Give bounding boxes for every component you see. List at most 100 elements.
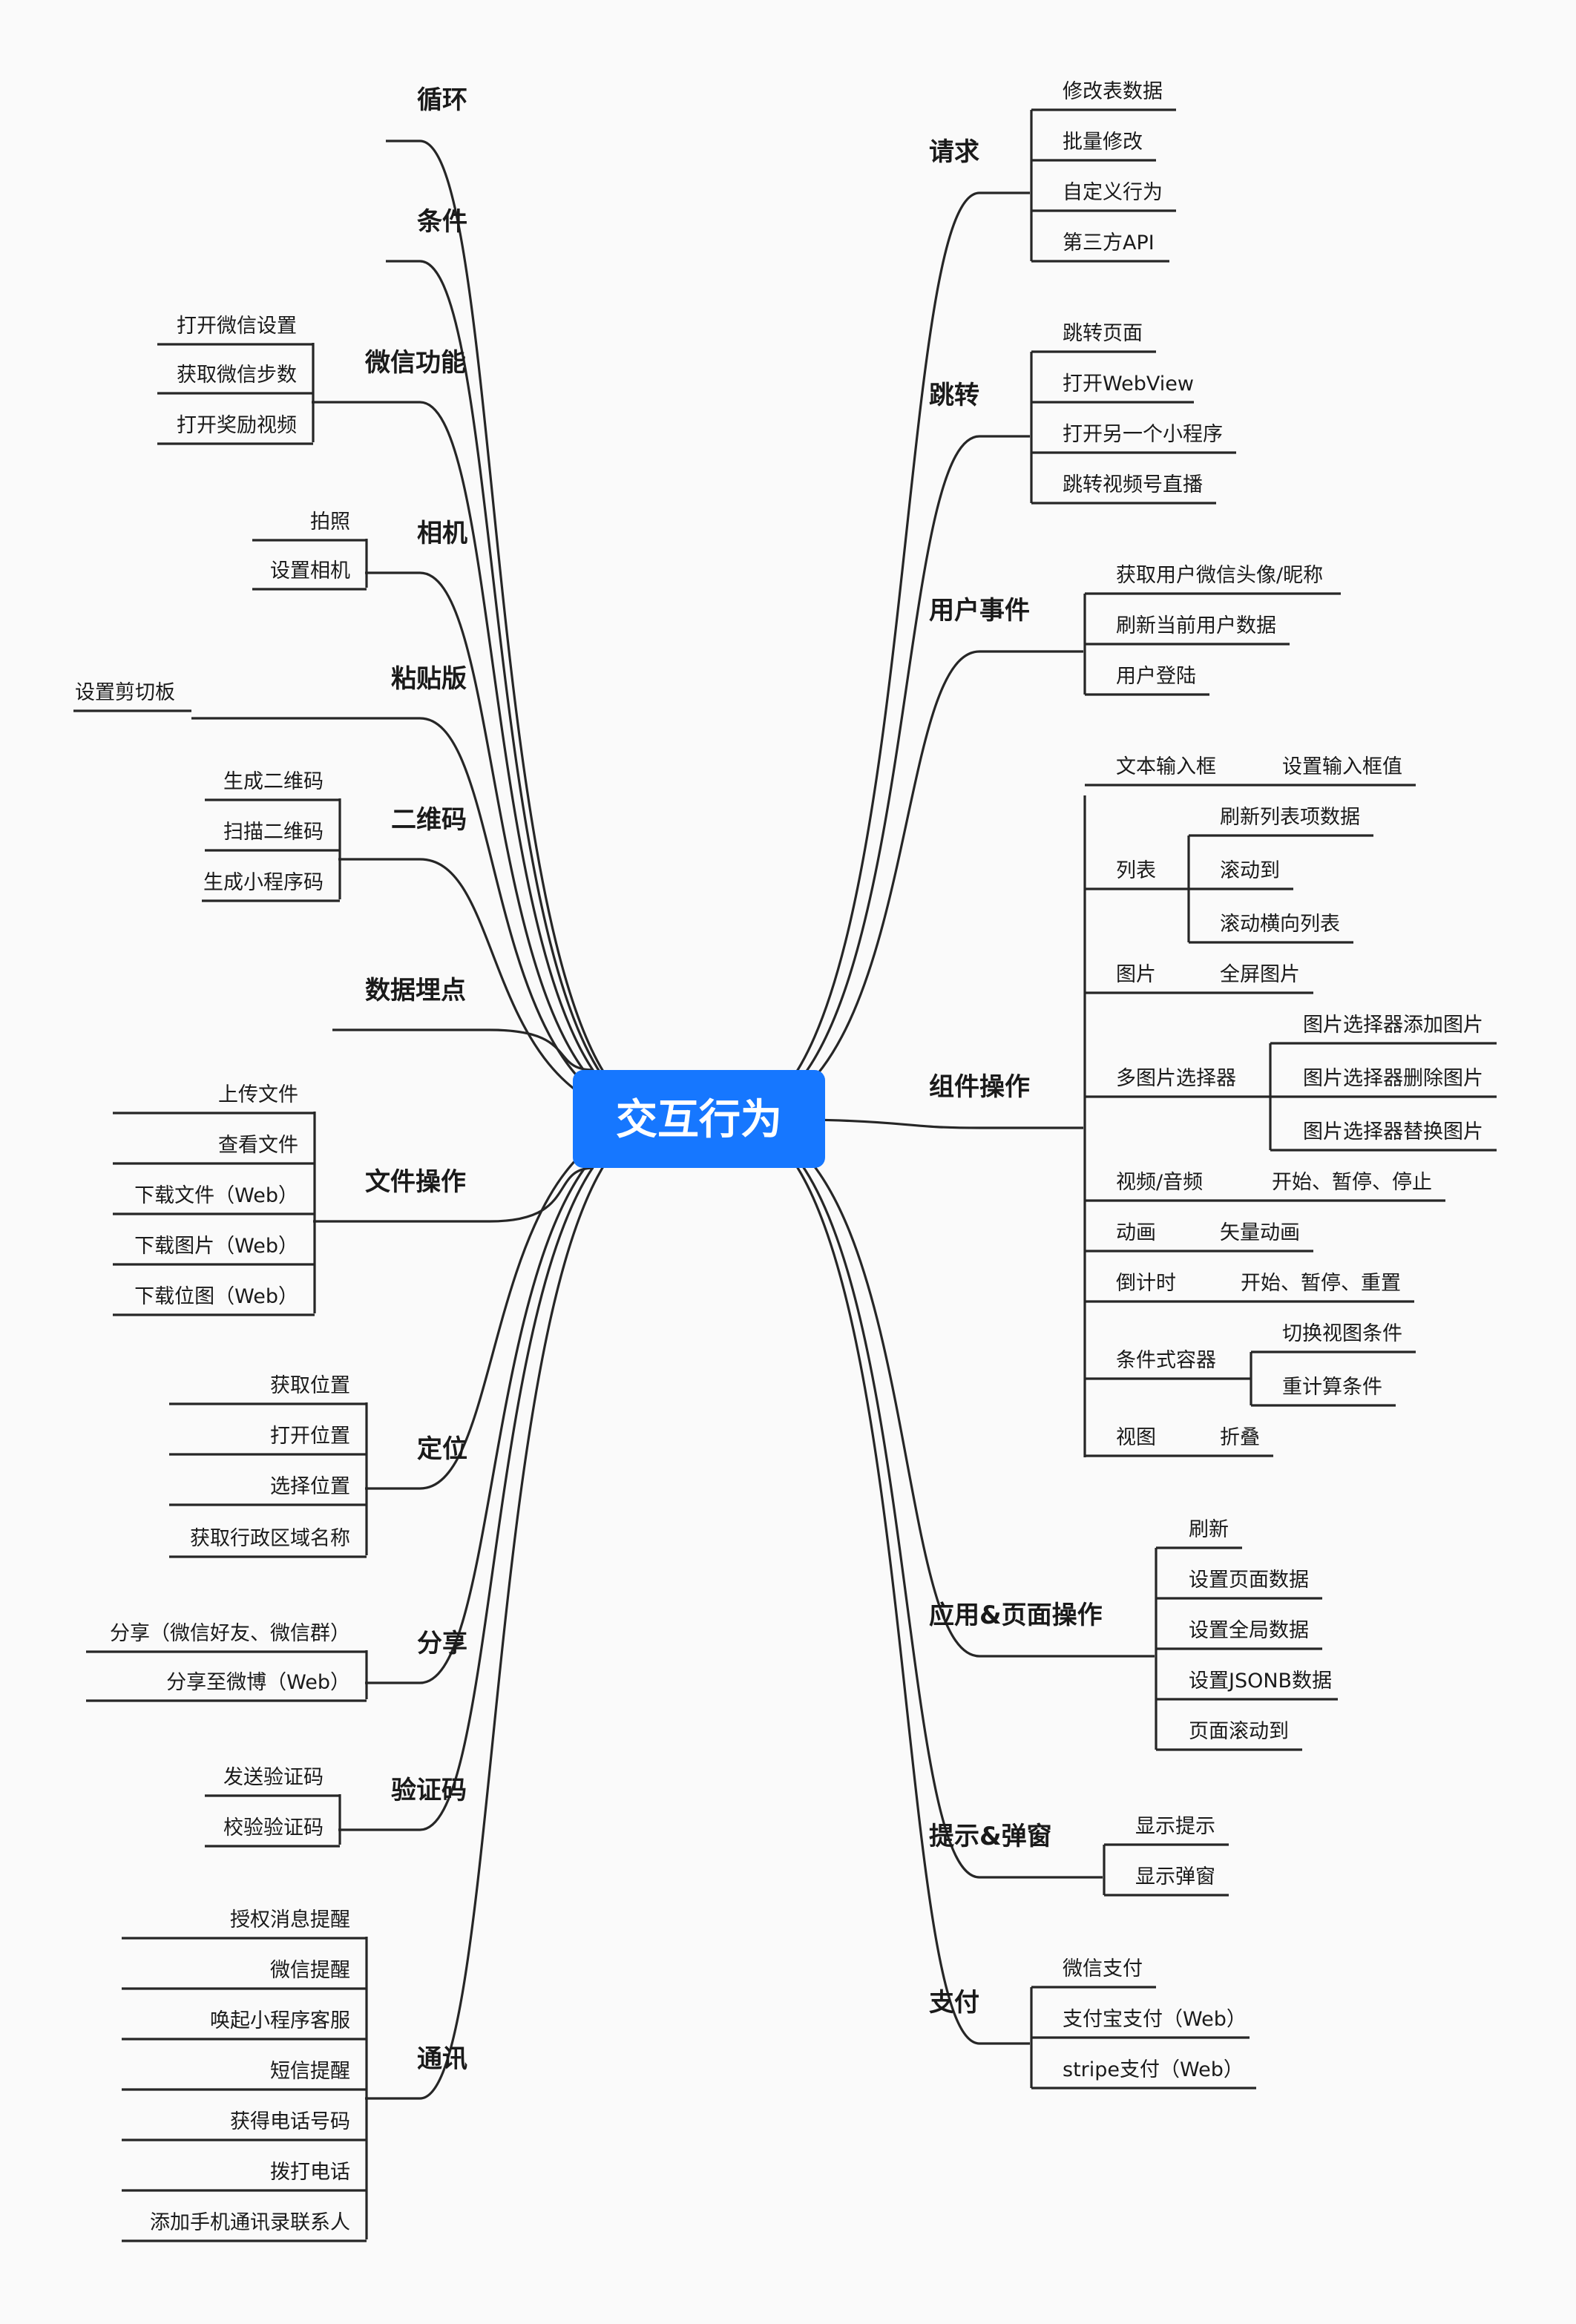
branch-12-label[interactable]: 请求 <box>929 137 979 167</box>
branch-7-label[interactable]: 文件操作 <box>365 1167 466 1197</box>
branch-13-leaf-3[interactable]: 跳转视频号直播 <box>1063 473 1203 496</box>
component-group-5-label[interactable]: 动画 <box>1116 1221 1156 1244</box>
branch-11-leaf-0[interactable]: 授权消息提醒 <box>230 1908 350 1931</box>
branch-5-leaf-1[interactable]: 扫描二维码 <box>223 821 324 844</box>
component-group-0-leaf-0[interactable]: 设置输入框值 <box>1282 755 1402 778</box>
connector-14 <box>729 650 980 1120</box>
branch-16-leaf-2[interactable]: 设置全局数据 <box>1189 1619 1309 1642</box>
branch-10-label[interactable]: 验证码 <box>391 1776 467 1805</box>
branch-7-leaf-4[interactable]: 下载位图（Web） <box>134 1285 298 1308</box>
component-group-6-label[interactable]: 倒计时 <box>1116 1272 1176 1295</box>
branch-12-leaf-0[interactable]: 修改表数据 <box>1063 80 1163 103</box>
center-node[interactable]: 交互行为 <box>573 1070 825 1168</box>
component-group-2-label[interactable]: 图片 <box>1116 963 1156 986</box>
component-group-1-leaf-2[interactable]: 滚动横向列表 <box>1220 913 1340 936</box>
branch-13-label[interactable]: 跳转 <box>929 381 979 410</box>
connector-0 <box>419 139 669 1120</box>
branch-4-label[interactable]: 粘贴版 <box>391 664 467 694</box>
connector-16 <box>729 1117 980 1658</box>
branch-8-leaf-1[interactable]: 打开位置 <box>270 1425 350 1448</box>
branch-5-label[interactable]: 二维码 <box>391 805 467 835</box>
branch-4-leaf-0[interactable]: 设置剪切板 <box>75 681 175 704</box>
branch-14-leaf-0[interactable]: 获取用户微信头像/昵称 <box>1116 564 1323 587</box>
component-group-6-leaf-0[interactable]: 开始、暂停、重置 <box>1241 1272 1401 1295</box>
component-group-5-leaf-0[interactable]: 矢量动画 <box>1220 1221 1300 1244</box>
component-group-7-label[interactable]: 条件式容器 <box>1116 1349 1216 1372</box>
component-group-3-leaf-2[interactable]: 图片选择器替换图片 <box>1303 1120 1483 1143</box>
branch-11-leaf-1[interactable]: 微信提醒 <box>270 1959 350 1982</box>
branch-13-leaf-2[interactable]: 打开另一个小程序 <box>1063 423 1223 446</box>
component-group-4-leaf-0[interactable]: 开始、暂停、停止 <box>1272 1171 1432 1194</box>
branch-16-leaf-3[interactable]: 设置JSONB数据 <box>1189 1670 1332 1693</box>
component-group-3-leaf-0[interactable]: 图片选择器添加图片 <box>1303 1014 1483 1037</box>
component-group-7-leaf-1[interactable]: 重计算条件 <box>1282 1376 1382 1399</box>
branch-8-leaf-3[interactable]: 获取行政区域名称 <box>190 1527 350 1550</box>
component-group-1-leaf-0[interactable]: 刷新列表项数据 <box>1220 806 1360 829</box>
branch-2-leaf-2[interactable]: 打开奖励视频 <box>177 414 297 437</box>
connector-6 <box>489 1028 594 1071</box>
branch-5-leaf-0[interactable]: 生成二维码 <box>223 770 324 793</box>
branch-8-label[interactable]: 定位 <box>417 1434 467 1464</box>
branch-3-leaf-0[interactable]: 拍照 <box>310 511 350 534</box>
branch-17-label[interactable]: 提示&弹窗 <box>929 1822 1052 1851</box>
branch-7-leaf-0[interactable]: 上传文件 <box>218 1083 298 1106</box>
branch-16-leaf-1[interactable]: 设置页面数据 <box>1189 1569 1309 1592</box>
component-group-2-leaf-0[interactable]: 全屏图片 <box>1220 963 1300 986</box>
branch-14-leaf-1[interactable]: 刷新当前用户数据 <box>1116 614 1276 637</box>
branch-9-leaf-0[interactable]: 分享（微信好友、微信群） <box>110 1622 350 1645</box>
branch-14-leaf-2[interactable]: 用户登陆 <box>1116 665 1196 688</box>
branch-13-leaf-1[interactable]: 打开WebView <box>1063 372 1194 395</box>
component-group-7-leaf-0[interactable]: 切换视图条件 <box>1282 1322 1402 1345</box>
branch-11-leaf-2[interactable]: 唤起小程序客服 <box>210 2009 350 2032</box>
branch-8-leaf-2[interactable]: 选择位置 <box>270 1475 350 1498</box>
branch-12-leaf-1[interactable]: 批量修改 <box>1063 131 1143 154</box>
branch-18-leaf-2[interactable]: stripe支付（Web） <box>1063 2058 1244 2081</box>
branch-7-leaf-2[interactable]: 下载文件（Web） <box>134 1184 298 1207</box>
branch-17-leaf-1[interactable]: 显示弹窗 <box>1135 1865 1215 1888</box>
branch-7-leaf-3[interactable]: 下载图片（Web） <box>134 1235 298 1258</box>
branch-9-label[interactable]: 分享 <box>417 1629 467 1658</box>
branch-11-leaf-5[interactable]: 拨打电话 <box>270 2161 350 2184</box>
component-group-8-label[interactable]: 视图 <box>1116 1426 1156 1449</box>
connector-18 <box>729 1117 980 2045</box>
branch-1-label[interactable]: 条件 <box>417 207 467 237</box>
component-group-1-label[interactable]: 列表 <box>1116 859 1156 882</box>
branch-11-leaf-3[interactable]: 短信提醒 <box>270 2060 350 2083</box>
component-group-0-label[interactable]: 文本输入框 <box>1116 755 1216 778</box>
branch-12-leaf-2[interactable]: 自定义行为 <box>1063 181 1163 204</box>
branch-9-leaf-1[interactable]: 分享至微博（Web） <box>166 1671 350 1694</box>
branch-10-leaf-1[interactable]: 校验验证码 <box>223 1816 324 1839</box>
branch-8-leaf-0[interactable]: 获取位置 <box>270 1374 350 1397</box>
branch-2-leaf-1[interactable]: 获取微信步数 <box>177 364 297 387</box>
branch-16-leaf-0[interactable]: 刷新 <box>1189 1518 1229 1541</box>
branch-11-leaf-6[interactable]: 添加手机通讯录联系人 <box>150 2211 350 2234</box>
branch-15-label[interactable]: 组件操作 <box>929 1072 1030 1102</box>
branch-11-leaf-4[interactable]: 获得电话号码 <box>230 2110 350 2133</box>
branch-11-label[interactable]: 通讯 <box>417 2044 467 2074</box>
branch-10-leaf-0[interactable]: 发送验证码 <box>223 1766 324 1789</box>
component-group-3-label[interactable]: 多图片选择器 <box>1116 1067 1236 1090</box>
component-group-4-label[interactable]: 视频/音频 <box>1116 1171 1203 1194</box>
branch-0-label[interactable]: 循环 <box>417 85 467 115</box>
branch-2-leaf-0[interactable]: 打开微信设置 <box>177 315 297 338</box>
connector-3 <box>419 571 669 1120</box>
branch-18-label[interactable]: 支付 <box>929 1988 979 2018</box>
branch-16-label[interactable]: 应用&页面操作 <box>929 1601 1103 1630</box>
branch-17-leaf-0[interactable]: 显示提示 <box>1135 1815 1215 1838</box>
component-group-1-leaf-1[interactable]: 滚动到 <box>1220 859 1280 882</box>
connector-17 <box>729 1117 980 1879</box>
component-group-3-leaf-1[interactable]: 图片选择器删除图片 <box>1303 1067 1483 1090</box>
branch-6-label[interactable]: 数据埋点 <box>365 976 466 1005</box>
branch-7-leaf-1[interactable]: 查看文件 <box>218 1134 298 1157</box>
branch-16-leaf-4[interactable]: 页面滚动到 <box>1189 1720 1289 1743</box>
branch-14-label[interactable]: 用户事件 <box>929 596 1030 626</box>
branch-18-leaf-0[interactable]: 微信支付 <box>1063 1957 1143 1980</box>
branch-18-leaf-1[interactable]: 支付宝支付（Web） <box>1063 2008 1247 2031</box>
branch-3-leaf-1[interactable]: 设置相机 <box>270 559 350 582</box>
branch-5-leaf-2[interactable]: 生成小程序码 <box>203 871 324 894</box>
component-group-8-leaf-0[interactable]: 折叠 <box>1220 1426 1260 1449</box>
branch-12-leaf-3[interactable]: 第三方API <box>1063 232 1155 255</box>
branch-2-label[interactable]: 微信功能 <box>364 348 466 378</box>
branch-13-leaf-0[interactable]: 跳转页面 <box>1063 322 1143 345</box>
branch-3-label[interactable]: 相机 <box>417 519 467 548</box>
